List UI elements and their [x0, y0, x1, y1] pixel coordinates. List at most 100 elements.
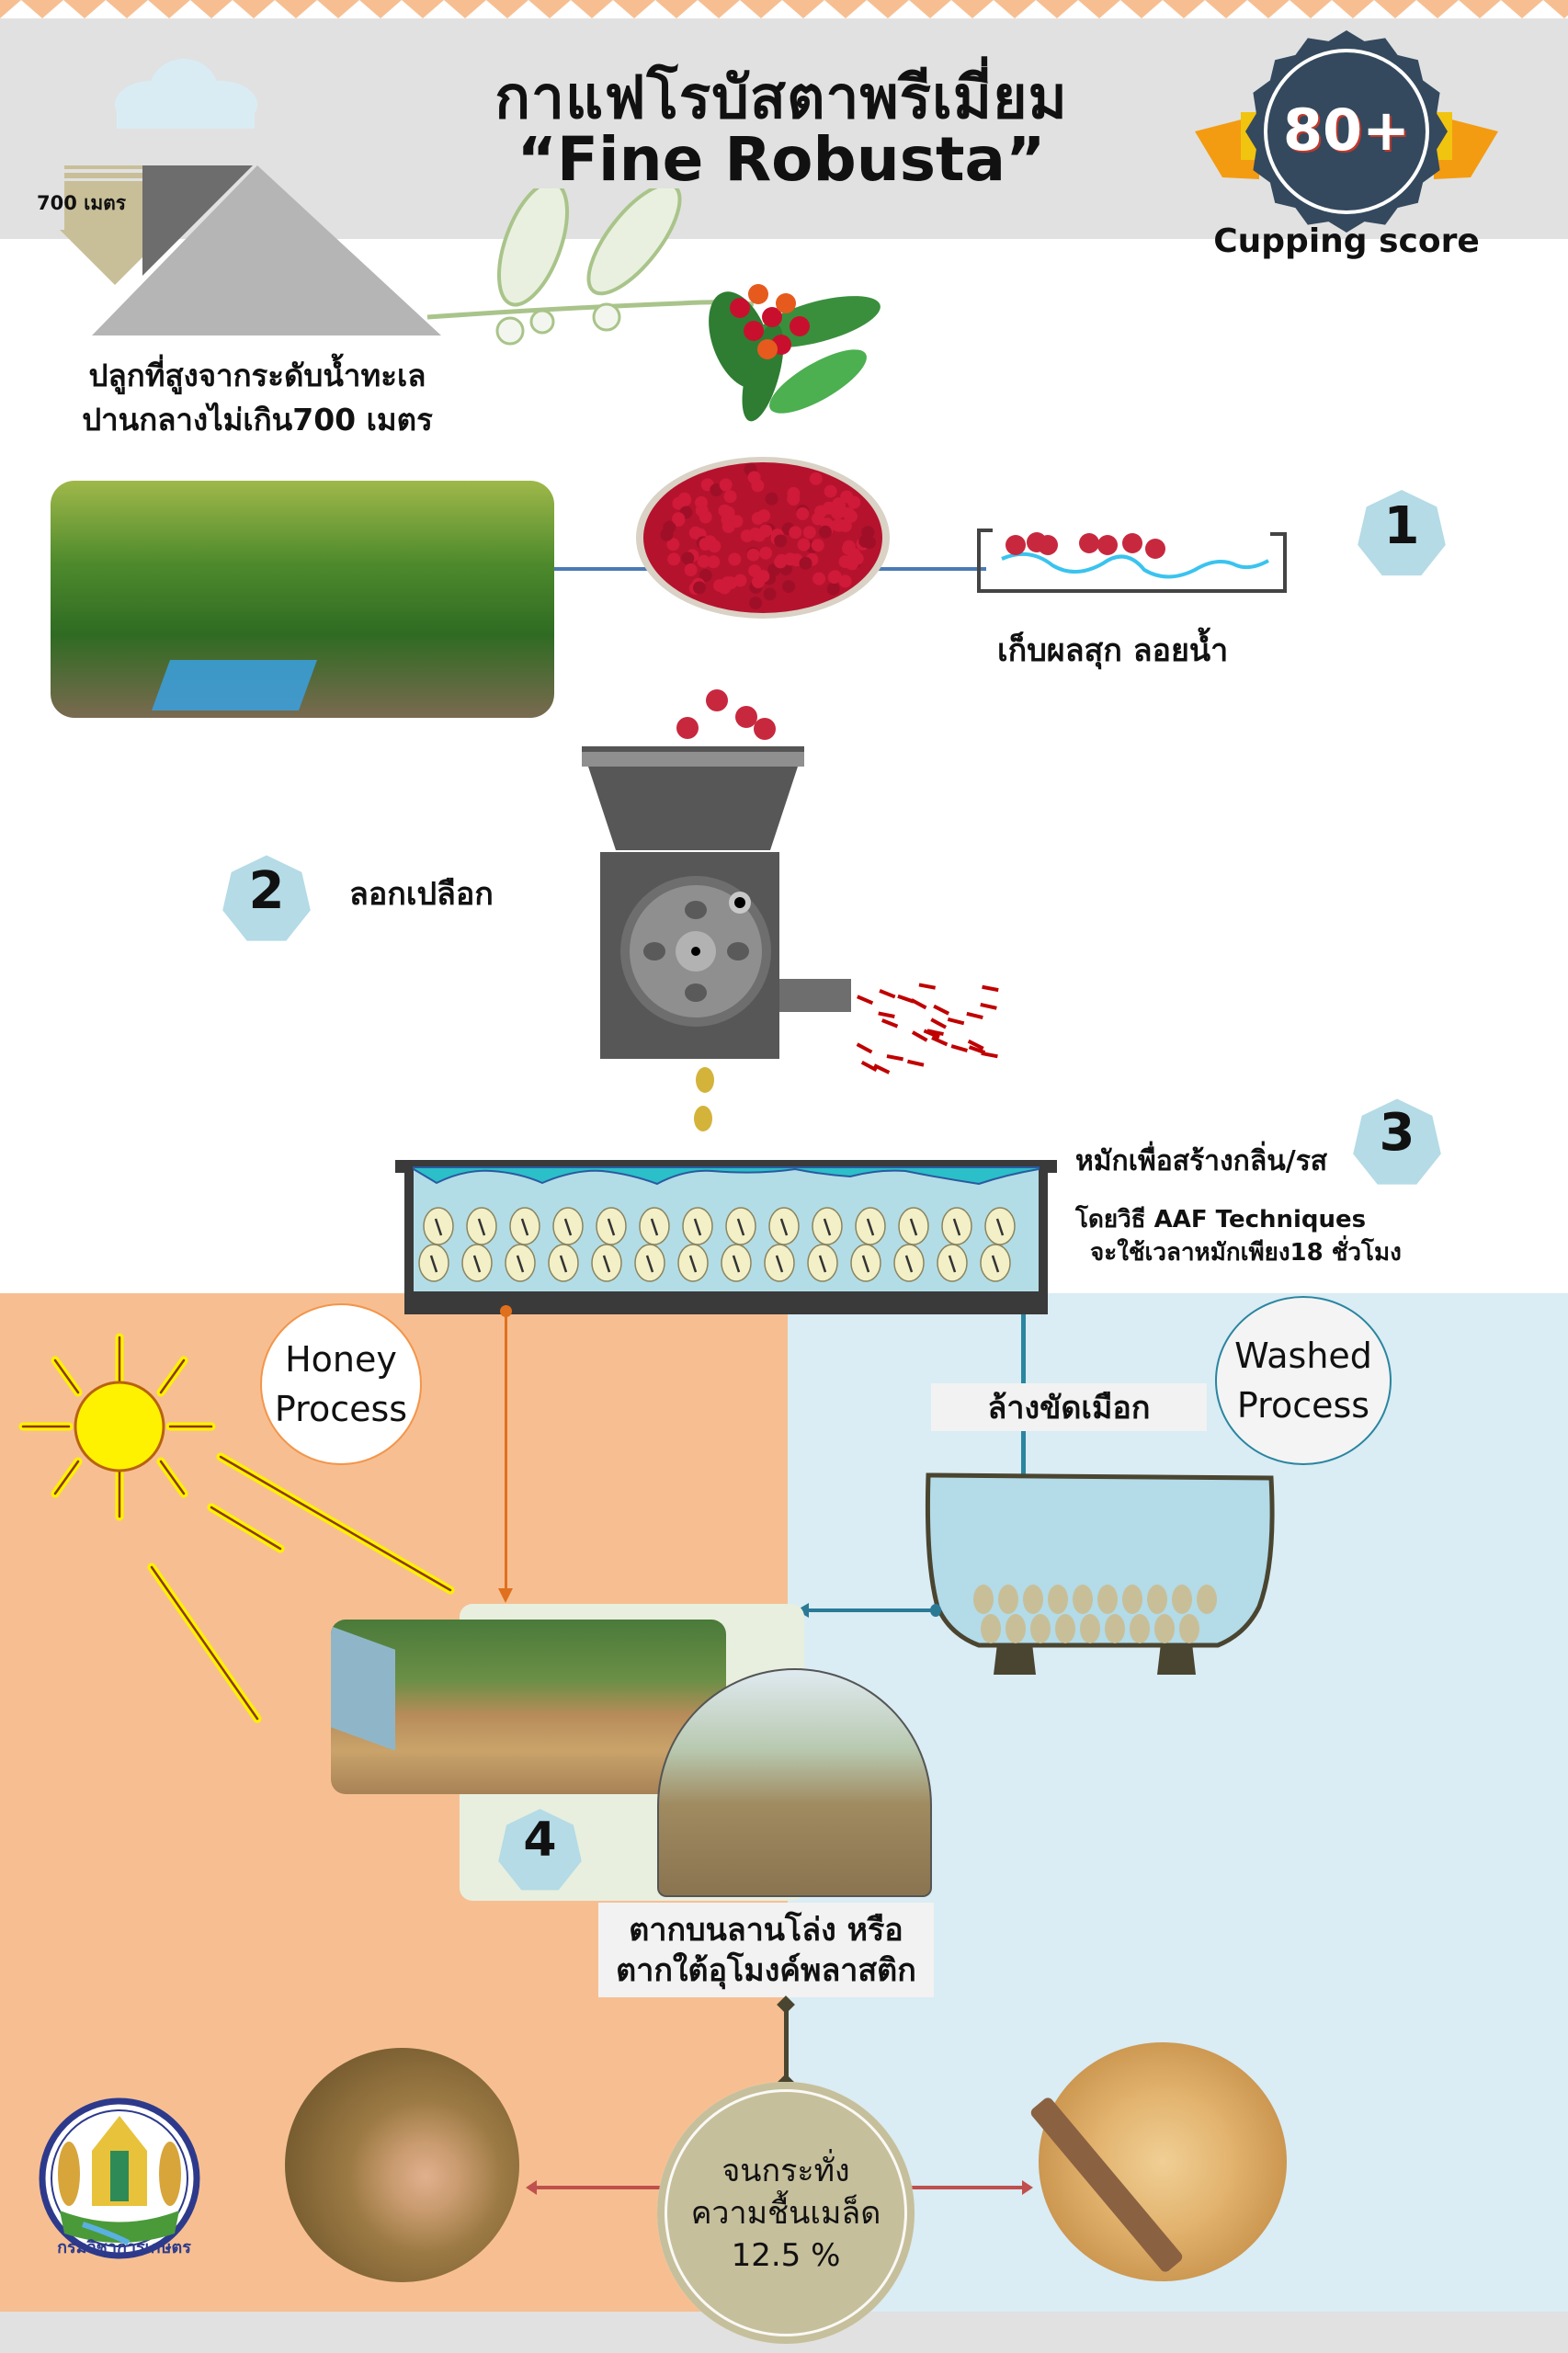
- washed-bean: [1179, 1614, 1199, 1643]
- floating-berry: [1079, 533, 1099, 553]
- berry: [722, 576, 734, 589]
- washed-bean: [1154, 1614, 1175, 1643]
- berry: [764, 587, 777, 600]
- berry: [724, 490, 737, 503]
- washed-step-label: ล้างขัดเมือก: [931, 1383, 1207, 1431]
- step-3-detail-line-1: โดยวิธี AAF Techniques: [1075, 1203, 1402, 1236]
- berry: [861, 526, 874, 539]
- shed-roof: [331, 1626, 395, 1750]
- berry: [839, 555, 852, 568]
- page-title-english: “Fine Robusta”: [349, 124, 1213, 195]
- berry: [667, 552, 680, 565]
- ripe-berries-plate: [634, 455, 892, 620]
- washed-bean: [1048, 1585, 1068, 1614]
- honey-process-line-1: Honey: [285, 1335, 397, 1384]
- coffee-pulp: [919, 983, 936, 990]
- berry: [819, 526, 832, 539]
- berry: [756, 570, 769, 583]
- berry: [672, 512, 685, 525]
- coffee-cherry: [790, 316, 810, 336]
- washed-arrow-dot: [930, 1604, 941, 1617]
- coffee-pulp: [981, 1051, 997, 1058]
- moisture-line-2: ความชื้นเมล็ด: [691, 2192, 881, 2234]
- washed-bean: [1055, 1614, 1075, 1643]
- berry: [728, 553, 741, 566]
- doa-logo: กรมวิชาการเกษตร: [37, 2096, 202, 2266]
- berry: [678, 493, 691, 506]
- washed-bean: [1023, 1585, 1043, 1614]
- berry: [834, 519, 846, 532]
- coffee-pulp: [879, 989, 895, 998]
- berry: [693, 581, 706, 594]
- berry: [803, 526, 816, 539]
- coffee-pulp: [857, 1042, 873, 1053]
- berry: [812, 539, 824, 551]
- step-2-number: 2: [221, 861, 312, 921]
- moisture-line-1: จนกระทั่ง: [722, 2150, 849, 2192]
- berry: [720, 479, 733, 492]
- coffee-pulp: [948, 1017, 964, 1025]
- washed-bean: [1073, 1585, 1093, 1614]
- berry: [774, 535, 787, 548]
- coffee-pulp: [907, 1060, 924, 1067]
- berry: [827, 583, 840, 596]
- step-4-label: ตากบนลานโล่ง หรือ ตากใต้อุโมงค์พลาสติก: [598, 1903, 934, 1997]
- berry: [685, 563, 698, 576]
- honey-process-circle: Honey Process: [260, 1303, 422, 1465]
- step-3-detail-line-2: จะใช้เวลาหมักเพียง18 ชั่วโมง: [1075, 1236, 1402, 1269]
- org-name: กรมวิชาการเกษตร: [46, 2234, 202, 2260]
- step-1-label: เก็บผลสุก ลอยน้ำ: [997, 625, 1228, 675]
- coffee-cherry: [730, 298, 750, 318]
- step-3-detail: โดยวิธี AAF Techniques จะใช้เวลาหมักเพีย…: [1075, 1203, 1402, 1269]
- washed-process-circle: Washed Process: [1215, 1296, 1392, 1465]
- berry: [812, 573, 825, 585]
- coffee-pulp: [887, 1054, 903, 1061]
- step-4-number: 4: [496, 1813, 584, 1868]
- berry: [722, 520, 735, 533]
- washed-bean: [1105, 1614, 1125, 1643]
- honey-arrow-start-dot: [500, 1305, 512, 1317]
- step-4-label-line-2: ตากใต้อุโมงค์พลาสติก: [616, 1950, 916, 1991]
- washed-beans-photo: [1039, 2042, 1287, 2281]
- berry: [757, 509, 770, 522]
- berry: [699, 511, 712, 524]
- coffee-cherry: [757, 339, 778, 359]
- washed-bean: [973, 1585, 994, 1614]
- berry: [749, 597, 762, 609]
- berry: [703, 535, 716, 548]
- washed-process-line-2: Process: [1237, 1381, 1369, 1430]
- planting-altitude-text: ปลูกที่สูงจากระดับน้ำทะเล ปานกลางไม่เกิน…: [55, 354, 460, 442]
- honey-flow-arrow: [505, 1310, 507, 1593]
- washed-bean: [998, 1585, 1018, 1614]
- washed-bean: [1197, 1585, 1217, 1614]
- washed-bean: [1006, 1614, 1026, 1643]
- honey-arrow-head: [498, 1588, 513, 1603]
- coffee-pulp: [878, 1011, 894, 1017]
- cloud-icon: [106, 57, 262, 131]
- coffee-pulp: [980, 1003, 996, 1010]
- fermentation-tank: [391, 1160, 1062, 1314]
- planting-line-1: ปลูกที่สูงจากระดับน้ำทะเล: [55, 354, 460, 398]
- collection-net: [152, 660, 317, 710]
- washed-process-line-1: Washed: [1234, 1331, 1372, 1381]
- washed-bean: [1147, 1585, 1167, 1614]
- washed-bean: [981, 1614, 1001, 1643]
- honey-beans-photo: [285, 2048, 519, 2282]
- moisture-value: 12.5 %: [732, 2234, 841, 2277]
- moisture-target-circle: จนกระทั่ง ความชื้นเมล็ด 12.5 %: [657, 2082, 915, 2344]
- washed-bean: [1097, 1585, 1118, 1614]
- step-1-number: 1: [1356, 496, 1448, 556]
- arrow-head-left: [526, 2180, 537, 2195]
- coffee-pulp: [933, 1005, 949, 1016]
- step-3-number: 3: [1351, 1103, 1443, 1163]
- planting-line-2: ปานกลางไม่เกิน700 เมตร: [55, 398, 460, 442]
- coffee-branch-illustration: [423, 188, 892, 427]
- washed-flow-arrow: [804, 1608, 935, 1612]
- floating-berry: [1097, 535, 1118, 555]
- coffee-pulp: [881, 1018, 898, 1028]
- berry: [747, 549, 760, 562]
- berry: [759, 525, 772, 538]
- berry: [748, 472, 761, 484]
- moisture-connector: [784, 2001, 789, 2086]
- berry: [824, 485, 837, 498]
